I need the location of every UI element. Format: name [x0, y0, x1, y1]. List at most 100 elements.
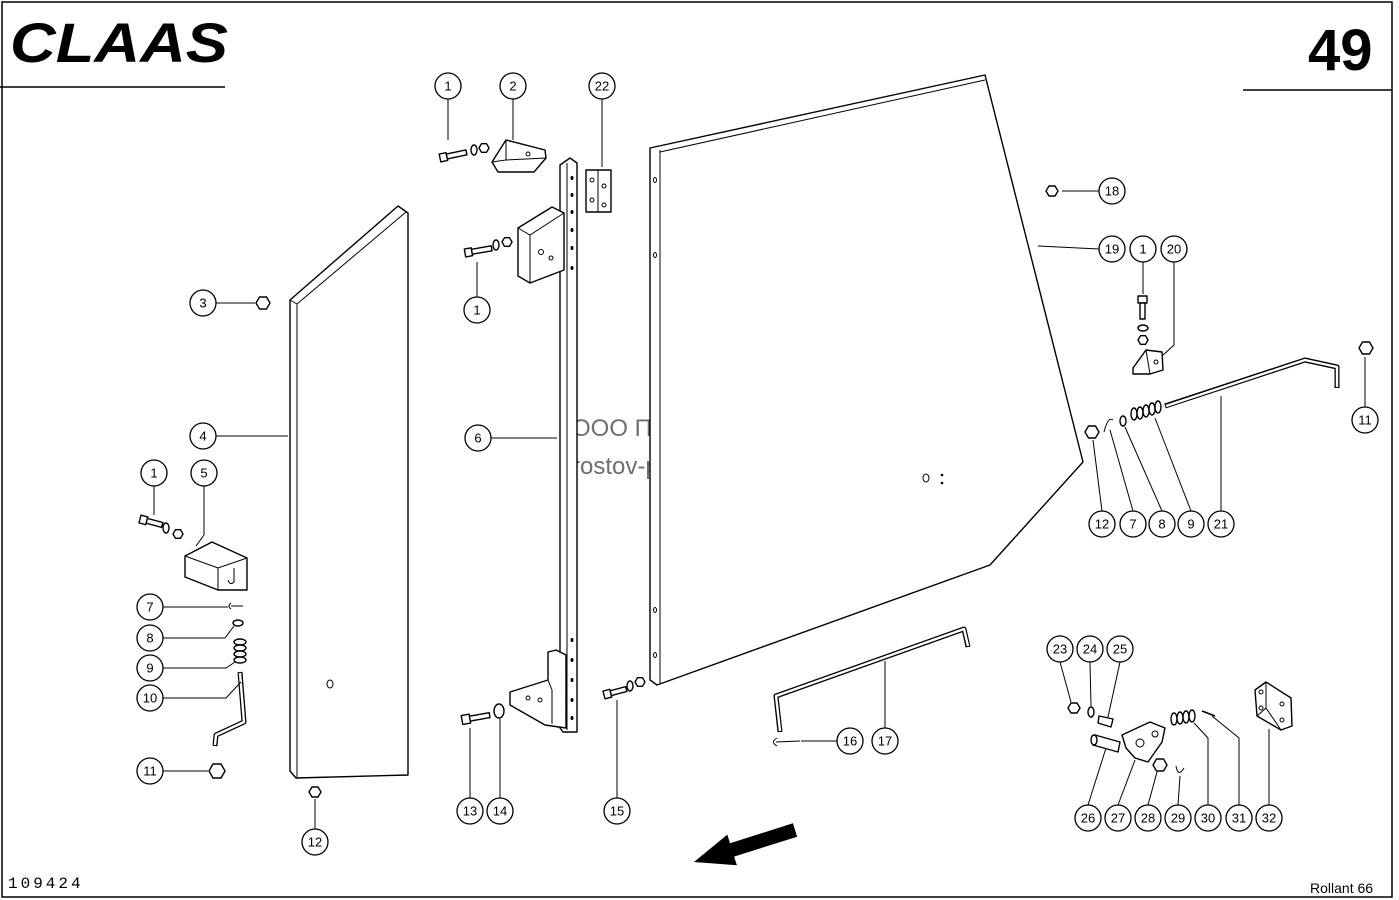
leader-line: [1037, 245, 1100, 250]
callout-label: 27: [1111, 811, 1125, 826]
callout-circle: [1076, 635, 1104, 663]
callout-29: 29: [1164, 775, 1192, 832]
callout-31: 31: [1211, 715, 1253, 832]
leader-line: [1117, 759, 1136, 806]
callout-label: 9: [1187, 517, 1194, 532]
callout-label: 8: [1158, 517, 1165, 532]
callout-12: 12: [1088, 439, 1116, 538]
callout-1: 1: [463, 262, 491, 324]
part-crank-rod-10: [212, 671, 247, 747]
callout-label: 32: [1262, 811, 1276, 826]
callout-label: 16: [843, 734, 857, 749]
leader-line: [1193, 722, 1209, 805]
callout-9: 9: [136, 654, 236, 682]
callout-2: 2: [499, 72, 527, 140]
callout-label: 22: [595, 79, 609, 94]
callout-label: 17: [878, 734, 892, 749]
bolt-strip-upper-icon: [463, 236, 513, 258]
callout-circle: [189, 422, 217, 450]
callout-label: 12: [308, 835, 322, 850]
callout-circle: [301, 828, 329, 856]
callout-circle: [1098, 177, 1126, 205]
callout-label: 24: [1083, 642, 1097, 657]
callout-23: 23: [1046, 635, 1074, 703]
callout-circle: [1134, 804, 1162, 832]
callout-label: 7: [1129, 517, 1136, 532]
leader-line: [163, 625, 235, 639]
callout-circle: [464, 424, 492, 452]
callout-circle: [140, 459, 168, 487]
callout-label: 9: [146, 661, 153, 676]
callout-label: 21: [1214, 517, 1228, 532]
spring-9-left-icon: [233, 638, 247, 664]
callout-circle: [190, 459, 218, 487]
callout-circle: [1129, 235, 1157, 263]
callout-circle: [871, 727, 899, 755]
leader-line: [1161, 262, 1175, 357]
callout-circle: [434, 72, 462, 100]
bolt-top-icon: [438, 142, 490, 163]
callout-circle: [486, 797, 514, 825]
callout-label: 1: [444, 79, 451, 94]
callout-20: 20: [1160, 235, 1188, 357]
callout-22: 22: [588, 72, 616, 167]
callout-circle: [1088, 510, 1116, 538]
callout-label: 5: [200, 466, 207, 481]
callout-circle: [456, 797, 484, 825]
callout-11: 11: [136, 757, 208, 785]
nut-11-right-icon: [1358, 341, 1374, 355]
callout-circle: [136, 593, 164, 621]
ring-29-icon: [1175, 765, 1185, 773]
callout-label: 10: [143, 691, 157, 706]
callout-circle: [136, 624, 164, 652]
callout-circle: [1177, 510, 1205, 538]
pin-7-left-icon: [228, 602, 243, 610]
callout-14: 14: [486, 719, 514, 825]
callout-32: 32: [1255, 729, 1283, 832]
nut-23-icon: [1067, 702, 1081, 714]
callout-circle: [136, 654, 164, 682]
part-latch-bracket: [1132, 349, 1164, 375]
callout-label: 1: [1139, 242, 1146, 257]
part-angle-bracket-32: [1254, 681, 1293, 731]
leader-line: [1087, 747, 1107, 806]
callout-1: 1: [1129, 235, 1157, 294]
part-hinge: [585, 169, 612, 213]
callout-label: 23: [1053, 642, 1067, 657]
callout-label: 1: [473, 303, 480, 318]
callout-1: 1: [140, 459, 168, 515]
callout-circle: [1106, 635, 1134, 663]
washer-8-right-icon: [1119, 415, 1127, 427]
callout-circle: [1207, 510, 1235, 538]
nut-12-left-icon: [308, 786, 322, 798]
callout-label: 31: [1232, 811, 1246, 826]
callout-circle: [588, 72, 616, 100]
pin-26-icon: [1090, 734, 1121, 753]
washer-14-icon: [493, 703, 505, 719]
callout-label: 29: [1171, 811, 1185, 826]
callout-circle: [1351, 406, 1379, 434]
cotter-pin-16-icon: [773, 737, 801, 747]
leader-line: [1107, 661, 1121, 718]
callout-label: 30: [1201, 811, 1215, 826]
washer-24-icon: [1087, 706, 1095, 718]
callout-1: 1: [434, 72, 462, 140]
nut-18-icon: [1045, 185, 1059, 197]
callout-label: 26: [1081, 811, 1095, 826]
callout-16: 16: [801, 727, 864, 755]
pin-31-icon: [1201, 710, 1216, 717]
callout-6: 6: [464, 424, 557, 452]
callout-15: 15: [603, 700, 631, 825]
nut-11-left-icon: [208, 763, 226, 779]
callout-circle: [1104, 804, 1132, 832]
nut-28-icon: [1152, 758, 1168, 772]
bolt-25-icon: [1097, 715, 1114, 728]
callout-17: 17: [871, 661, 899, 755]
bolt-15-icon: [602, 677, 646, 700]
callout-label: 7: [146, 600, 153, 615]
callout-7: 7: [136, 593, 228, 621]
callout-24: 24: [1076, 635, 1104, 707]
bolt-bracket-icon: [1137, 295, 1149, 345]
